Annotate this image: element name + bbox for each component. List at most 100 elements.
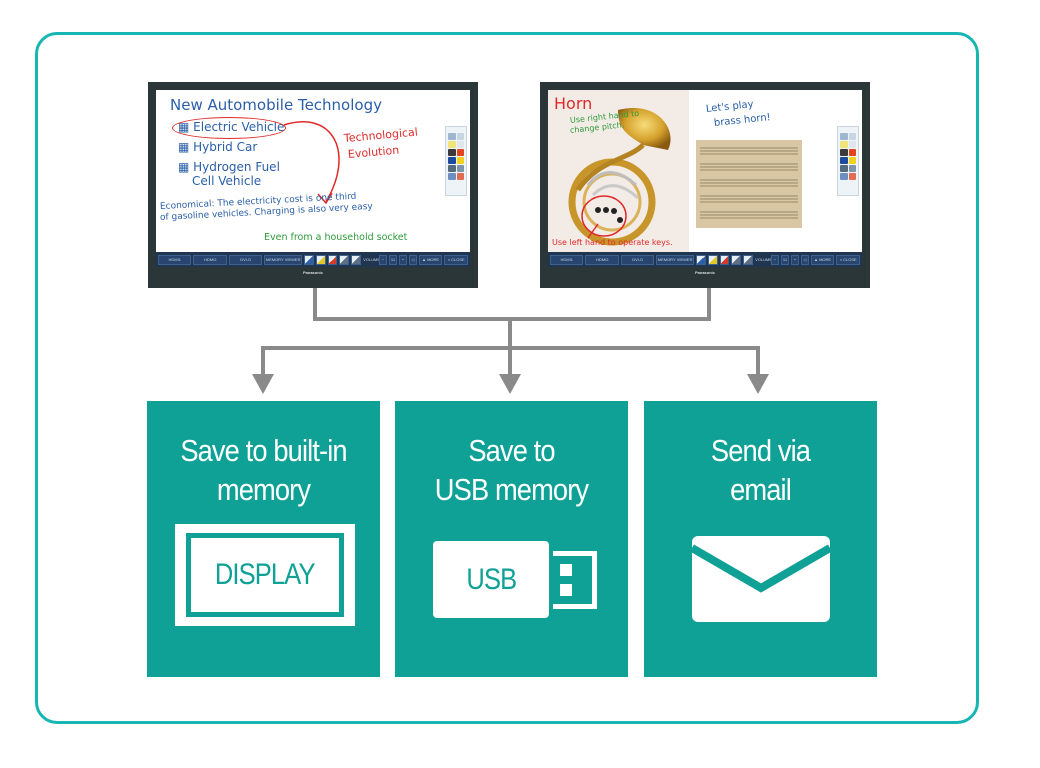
connector-monitors-join: [313, 317, 711, 321]
palette-pen[interactable]: [448, 141, 456, 148]
red-circle-annotation: [172, 117, 286, 139]
capture-icon[interactable]: [731, 254, 742, 265]
whiteboard-screen-horn: Horn Use right hand to change pitch. Use…: [548, 90, 862, 252]
hdmi2-button[interactable]: HDMI2: [585, 254, 619, 265]
arrow-down-icon: [252, 374, 274, 394]
french-horn-image: [568, 108, 671, 246]
usb-icon-label: USB: [466, 562, 517, 596]
mute-icon[interactable]: ◁: [800, 254, 809, 265]
palette-color-blue[interactable]: [840, 157, 848, 164]
palette-delete[interactable]: [848, 173, 856, 180]
hdmi1-button[interactable]: HDMI1: [550, 254, 584, 265]
palette-color-black[interactable]: [448, 149, 456, 156]
volume-value: 11: [389, 254, 397, 265]
card-title-line: memory: [216, 472, 311, 507]
bullet-text: Hydrogen Fuel: [193, 160, 280, 174]
palette-pen-width[interactable]: [456, 165, 464, 172]
dvi-button[interactable]: DVI-D: [620, 254, 655, 265]
split-screen-icon[interactable]: [351, 254, 362, 265]
display-icon-frame: DISPLAY: [186, 533, 344, 617]
palette-eraser[interactable]: [448, 165, 456, 172]
palette-pen-width[interactable]: [848, 165, 856, 172]
close-button[interactable]: × CLOSE: [836, 254, 861, 265]
dvi-button[interactable]: DVI-D: [228, 254, 263, 265]
bullet-hydrogen: ▦ Hydrogen Fuel: [178, 160, 280, 174]
screen-title: New Automobile Technology: [170, 96, 382, 114]
usb-drive-plug: [553, 551, 597, 609]
memory-viewer-button[interactable]: MEMORY VIEWER: [264, 254, 302, 265]
bullet-hydrogen-line2: Cell Vehicle: [192, 174, 262, 188]
card-title-line: USB memory: [434, 472, 589, 507]
drawing-palette: [837, 126, 859, 196]
monitor-left: New Automobile Technology ▦ Electric Veh…: [148, 82, 478, 288]
whiteboard-icon[interactable]: [695, 254, 706, 265]
volume-label: VOLUME: [755, 257, 773, 262]
bullet-hybrid-car: ▦ Hybrid Car: [178, 140, 258, 154]
display-toolbar: HDMI1 HDMI2 DVI-D MEMORY VIEWER VOLUME −…: [156, 252, 470, 267]
card-title: Send via email: [658, 431, 863, 509]
palette-tool[interactable]: [840, 133, 848, 140]
close-button[interactable]: × CLOSE: [444, 254, 469, 265]
card-title: Save to built-in memory: [161, 431, 366, 509]
palette-color-yellow[interactable]: [456, 157, 464, 164]
volume-down-button[interactable]: −: [771, 254, 780, 265]
highlight-icon[interactable]: [315, 254, 326, 265]
horn-title: Horn: [554, 94, 593, 113]
option-card-built-in-memory[interactable]: Save to built-in memory DISPLAY: [147, 401, 380, 677]
palette-eraser[interactable]: [840, 165, 848, 172]
horn-photo: Horn Use right hand to change pitch. Use…: [548, 90, 689, 252]
brand-logo: Panasonic: [302, 270, 323, 275]
palette-color-red[interactable]: [848, 149, 856, 156]
whiteboard-icon[interactable]: [303, 254, 314, 265]
diagram-frame: [35, 32, 979, 724]
palette-pen[interactable]: [840, 141, 848, 148]
memory-viewer-button[interactable]: MEMORY VIEWER: [656, 254, 694, 265]
connector-drop-2: [508, 346, 512, 376]
more-button[interactable]: ▲ MORE: [418, 254, 443, 265]
palette-tool[interactable]: [848, 133, 856, 140]
envelope-icon: [692, 536, 830, 622]
capture-icon[interactable]: [339, 254, 350, 265]
palette-save[interactable]: [840, 173, 848, 180]
hdmi2-button[interactable]: HDMI2: [193, 254, 227, 265]
palette-tool[interactable]: [456, 133, 464, 140]
connector-drop-3: [756, 346, 760, 376]
option-card-email[interactable]: Send via email: [644, 401, 877, 677]
option-card-usb-memory[interactable]: Save to USB memory USB: [395, 401, 628, 677]
hdmi1-button[interactable]: HDMI1: [158, 254, 192, 265]
mute-icon[interactable]: ◁: [408, 254, 417, 265]
connector-drop-1: [261, 346, 265, 376]
usb-drive-body: USB: [433, 541, 549, 618]
palette-color-blue[interactable]: [448, 157, 456, 164]
palette-color-red[interactable]: [456, 149, 464, 156]
palette-delete[interactable]: [456, 173, 464, 180]
palette-line[interactable]: [456, 141, 464, 148]
arrow-down-icon: [747, 374, 769, 394]
note-household-socket: Even from a household socket: [264, 232, 408, 243]
note-lets-play-line2: brass horn!: [713, 112, 772, 129]
palette-color-yellow[interactable]: [848, 157, 856, 164]
bullet-text: Hybrid Car: [193, 140, 258, 154]
volume-value: 11: [781, 254, 789, 265]
pen-icon[interactable]: [719, 254, 730, 265]
monitor-right: Horn Use right hand to change pitch. Use…: [540, 82, 870, 288]
more-button[interactable]: ▲ MORE: [810, 254, 835, 265]
red-arrow-annotation: [283, 121, 340, 205]
palette-color-black[interactable]: [840, 149, 848, 156]
split-screen-icon[interactable]: [743, 254, 754, 265]
volume-down-button[interactable]: −: [379, 254, 388, 265]
volume-up-button[interactable]: +: [398, 254, 407, 265]
display-icon: DISPLAY: [175, 524, 355, 626]
note-left-hand: Use left hand to operate keys.: [552, 238, 673, 247]
sheet-music-image: [696, 140, 802, 228]
display-icon-label: DISPLAY: [215, 558, 316, 591]
pen-icon[interactable]: [327, 254, 338, 265]
brand-logo: Panasonic: [694, 270, 715, 275]
volume-up-button[interactable]: +: [790, 254, 799, 265]
connector-left-monitor: [313, 288, 317, 321]
highlight-icon[interactable]: [707, 254, 718, 265]
usb-plug-pin: [560, 584, 572, 596]
palette-tool[interactable]: [448, 133, 456, 140]
palette-line[interactable]: [848, 141, 856, 148]
palette-save[interactable]: [448, 173, 456, 180]
